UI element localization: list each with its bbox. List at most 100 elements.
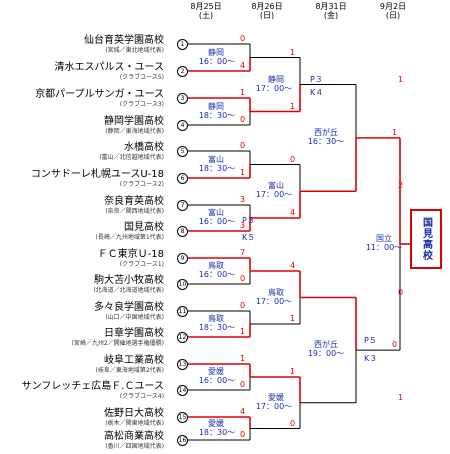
weekday-label: (日) xyxy=(259,11,275,20)
team-entry: サンフレッチェ広島Ｆ.Ｃユース(クラブユース4) xyxy=(22,381,164,400)
r1-venue-place: 富山 xyxy=(208,154,224,164)
r1-venue-place: 愛媛 xyxy=(208,367,224,376)
team-name: コンサドーレ札幌ユースU-18 xyxy=(30,169,164,180)
r1-venue-time: 18：30〜 xyxy=(198,163,236,173)
r2-score: 0 xyxy=(290,154,296,164)
team-affiliation: (静岡／東海地域代表) xyxy=(105,128,164,135)
final-venue-place: 国立 xyxy=(376,234,392,243)
date-header-round2: 8月26日 (日) xyxy=(243,2,291,20)
team-affiliation: (クラブユース3) xyxy=(119,101,164,108)
seed-number: 15 xyxy=(177,412,188,423)
team-affiliation: (クラブユース4) xyxy=(119,393,164,400)
r1-score: 0 xyxy=(240,274,246,283)
seed-number: 14 xyxy=(177,385,188,396)
r2-venue-time: 17：00〜 xyxy=(255,296,293,306)
team-name: 仙台育英学園高校 xyxy=(84,35,164,46)
r2-score: 4 xyxy=(290,208,296,217)
r1-venue-place: 富山 xyxy=(208,208,224,217)
r2-venue-time: 17：00〜 xyxy=(255,401,293,411)
r1-venue-place: 鳥取 xyxy=(208,261,224,270)
team-entry: 岐阜工業高校(岐阜／東海地域第2代表) xyxy=(96,355,165,374)
team-name: 駒大苫小牧高校 xyxy=(94,275,164,286)
r2-venue-place: 静岡 xyxy=(268,74,284,84)
team-entry: ＦＣ東京Ｕ-18(クラブユース1) xyxy=(98,249,164,268)
r1-pk-k: K５ xyxy=(242,233,256,242)
team-affiliation: (奈良／関西地域代表) xyxy=(105,208,164,215)
r1-venue-time: 18：30〜 xyxy=(198,110,236,120)
date-header-round1: 8月25日 (土) xyxy=(182,2,230,20)
r1-score: 1 xyxy=(240,168,246,177)
team-name: 日章学園高校 xyxy=(104,328,164,339)
r2-venue-time: 17：00〜 xyxy=(255,83,293,93)
seed-number: 12 xyxy=(177,332,188,343)
r1-score: 0 xyxy=(240,34,246,43)
sf-venue-time: 16：30〜 xyxy=(307,136,345,146)
team-name: サンフレッチェ広島Ｆ.Ｃユース xyxy=(21,381,164,392)
r2-score: 1 xyxy=(290,47,296,57)
weekday-label: (日) xyxy=(385,11,401,20)
team-name: 清水エスパルス・ユース xyxy=(54,62,165,73)
r1-venue-place: 静岡 xyxy=(208,47,224,57)
r1-venue-time: 16：00〜 xyxy=(198,217,236,226)
r1-score: 1 xyxy=(240,354,246,363)
seed-number: 10 xyxy=(177,279,188,290)
r2-pk-p: P３ xyxy=(310,74,323,84)
sf-score: 1 xyxy=(398,392,404,402)
team-name: 奈良育英高校 xyxy=(104,196,164,207)
r1-score: 1 xyxy=(240,88,246,97)
date-label: 9月2日 xyxy=(379,2,407,11)
team-affiliation: (長崎／九州地域第1代表) xyxy=(95,234,165,241)
seed-number: 13 xyxy=(177,359,188,370)
team-affiliation: (北海道／北海道地域代表) xyxy=(93,287,164,294)
team-name: 水橋高校 xyxy=(124,142,164,153)
team-entry: 佐野日大高校(栃木／関東地域代表) xyxy=(104,408,164,427)
sf-score: 0 xyxy=(398,287,404,297)
team-affiliation: (宮崎／九州2／開催地選手権優勝) xyxy=(71,340,165,347)
final-score: 1 xyxy=(392,127,398,137)
date-label: 8月25日 xyxy=(190,2,222,11)
r1-score: 0 xyxy=(240,141,246,150)
r1-venue-time: 16：00〜 xyxy=(198,376,236,385)
r2-score: 1 xyxy=(290,314,296,323)
team-name: 国見高校 xyxy=(124,222,164,233)
r1-score: 1 xyxy=(240,327,246,336)
seed-number: 5 xyxy=(177,146,188,157)
r1-score: 4 xyxy=(240,407,246,416)
sf-venue-time: 19：00〜 xyxy=(307,349,345,359)
seed-number: 2 xyxy=(177,66,188,77)
r1-score: 0 xyxy=(240,301,246,310)
team-entry: 奈良育英高校(奈良／関西地域代表) xyxy=(104,196,164,215)
r1-score: 3 xyxy=(240,195,246,204)
team-affiliation: (栃木／関東地域代表) xyxy=(105,420,164,427)
team-name: ＦＣ東京Ｕ-18 xyxy=(97,249,164,260)
team-entry: 水橋高校(富山／北信越地域代表) xyxy=(99,142,164,161)
seed-number: 11 xyxy=(177,306,188,317)
sf-pk-p: P５ xyxy=(364,336,377,346)
champion-name: 国見高校 xyxy=(420,217,432,261)
team-entry: 高松商業高校(香川／四国地域代表) xyxy=(104,431,164,450)
seed-number: 6 xyxy=(177,173,188,184)
seed-number: 4 xyxy=(177,120,188,131)
team-entry: 国見高校(長崎／九州地域第1代表) xyxy=(96,222,165,241)
date-label: 8月31日 xyxy=(315,2,347,11)
team-entry: コンサドーレ札幌ユースU-18(クラブユース2) xyxy=(31,169,164,188)
seed-number: 8 xyxy=(177,226,188,237)
date-header-semifinal: 8月31日 (金) xyxy=(307,2,355,20)
r1-pk-p: P３ xyxy=(242,216,255,225)
final-score: 0 xyxy=(392,340,398,350)
r2-venue-time: 17：00〜 xyxy=(255,190,293,200)
team-affiliation: (宮城／東北地域代表) xyxy=(105,47,164,54)
team-name: 静岡学園高校 xyxy=(104,116,164,127)
sf-score: 1 xyxy=(398,74,404,84)
team-entry: 静岡学園高校(静岡／東海地域代表) xyxy=(104,116,164,135)
date-header-final: 9月2日 (日) xyxy=(369,2,417,20)
r2-score: 4 xyxy=(290,261,296,270)
champion-box: 国見高校 xyxy=(410,209,442,269)
team-entry: 清水エスパルス・ユース(クラブユース5) xyxy=(55,62,165,81)
r2-pk-k: K４ xyxy=(310,87,324,97)
seed-number: 3 xyxy=(177,93,188,104)
r1-score: 0 xyxy=(240,380,246,389)
r1-score: 7 xyxy=(240,248,246,257)
team-affiliation: (クラブユース2) xyxy=(119,181,164,188)
